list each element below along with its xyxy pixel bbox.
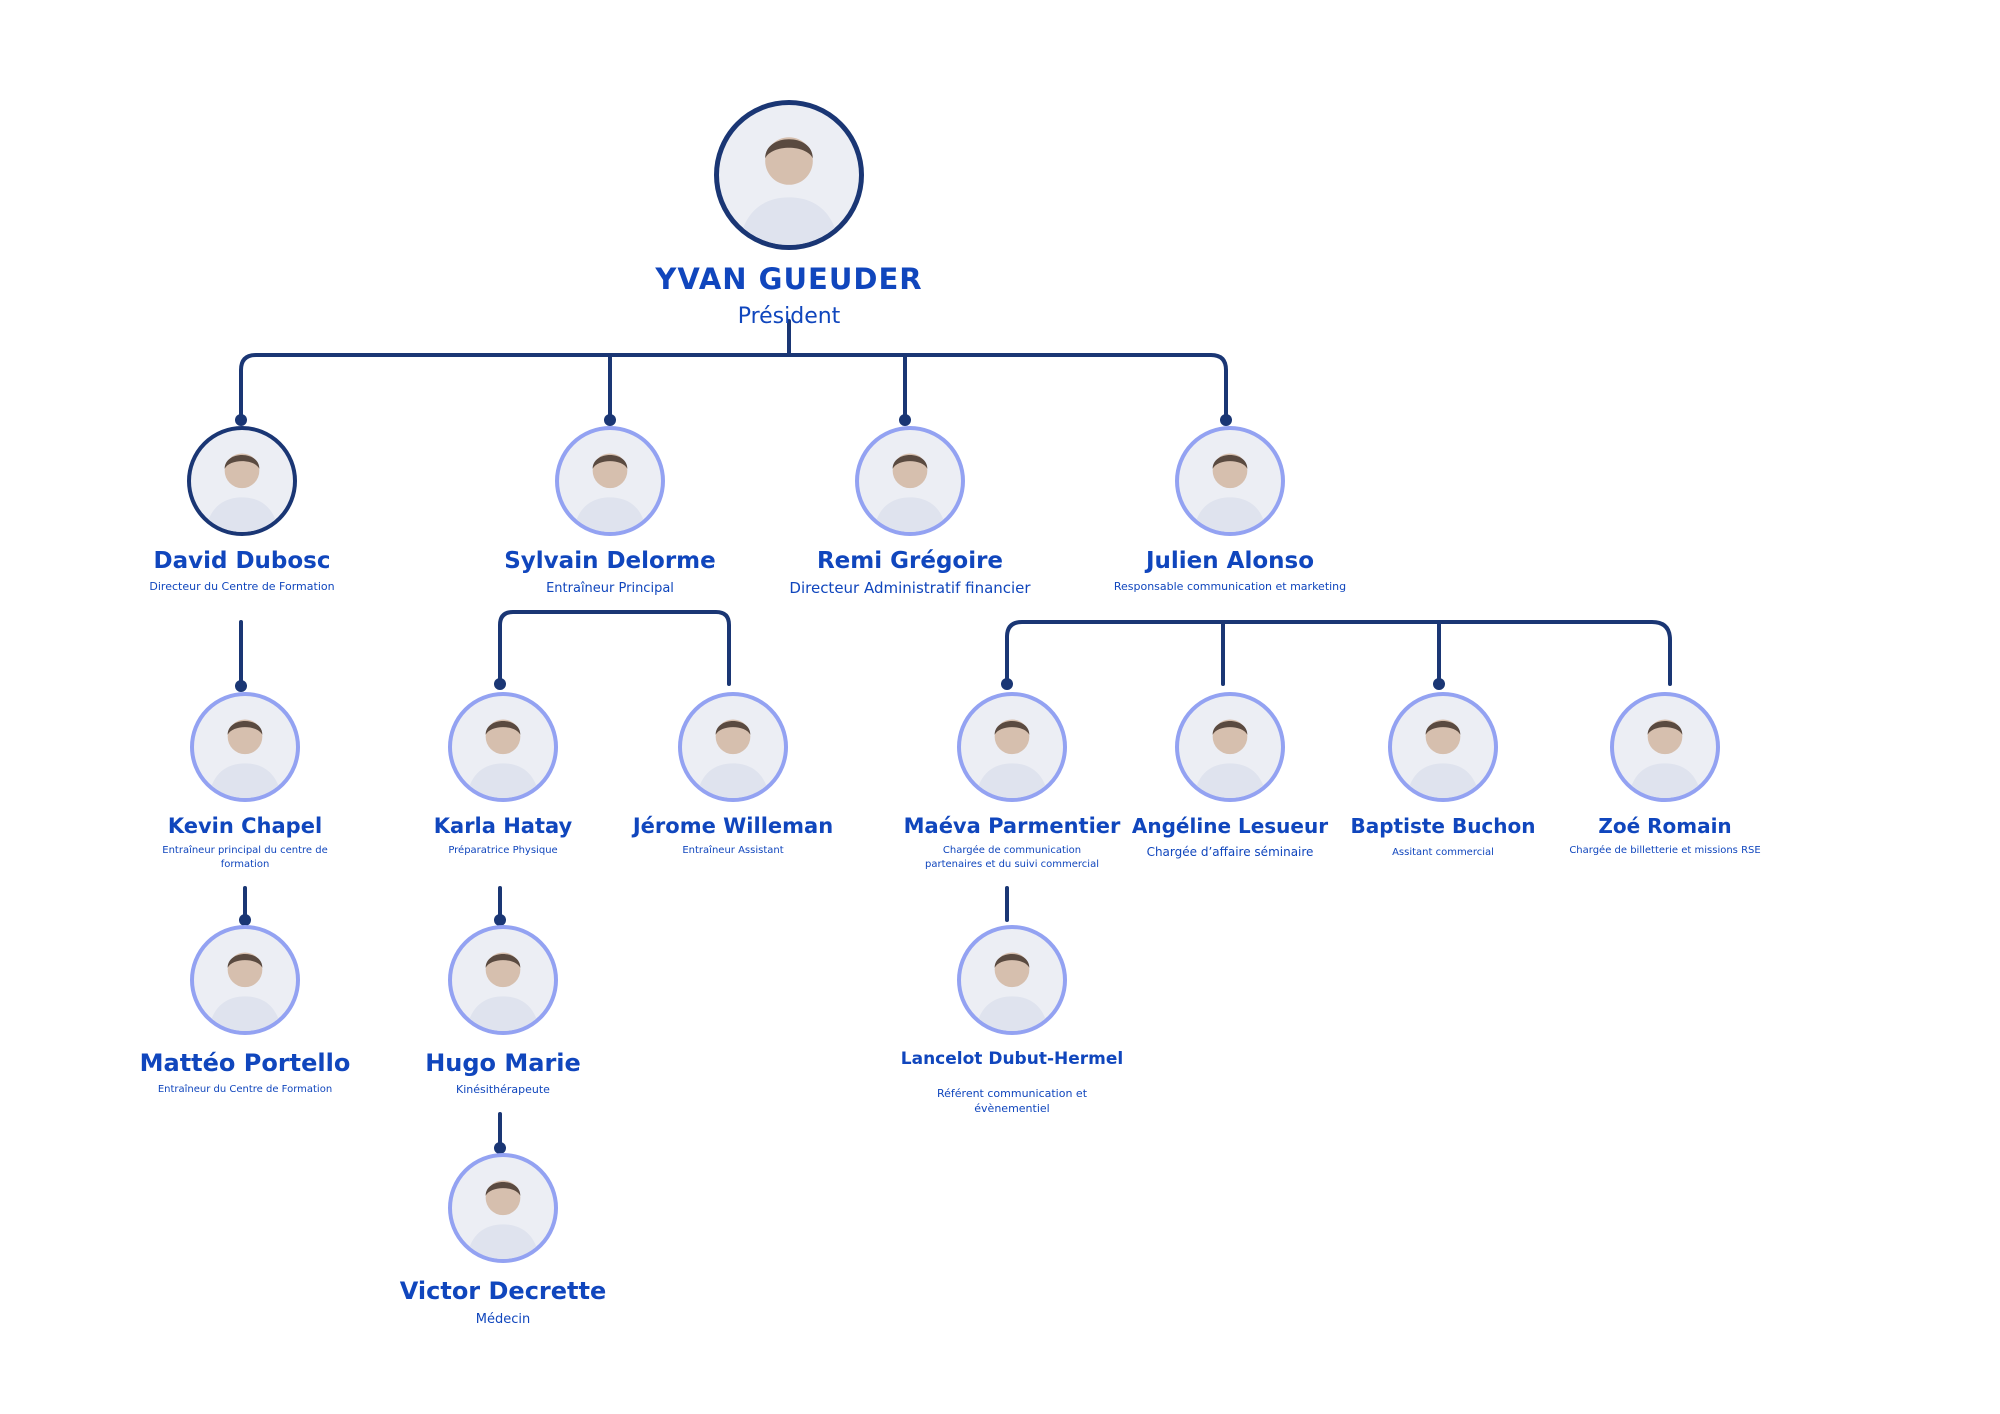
karla-photo (448, 692, 558, 802)
connector-dot (494, 678, 506, 690)
org-node-maeva: Maéva Parmentier Chargée de communicatio… (802, 692, 1222, 871)
maeva-photo (957, 692, 1067, 802)
connector-dot (604, 414, 616, 426)
connector-dot (1001, 678, 1013, 690)
org-node-president: YVAN GUEUDER Président (579, 100, 999, 332)
person-photo-icon (873, 453, 947, 532)
kevin-photo (190, 692, 300, 802)
org-node-david: David Dubosc Directeur du Centre de Form… (32, 426, 452, 595)
jerome-name: Jérome Willeman (632, 814, 834, 838)
angeline-name: Angéline Lesueur (1131, 814, 1329, 838)
kevin-role: Entraîneur principal du centre de format… (162, 845, 328, 870)
org-node-zoe: Zoé Romain Chargée de billetterie et mis… (1455, 692, 1875, 858)
connector-julien-team (1005, 620, 1672, 686)
angeline-photo (1175, 692, 1285, 802)
maeva-role: Chargée de communication partenaires et … (925, 845, 1099, 870)
sylvain-photo (555, 426, 665, 536)
org-node-jerome: Jérome Willeman Entraîneur Assistant (523, 692, 943, 858)
person-photo-icon (1193, 453, 1267, 532)
connector-level1-bar (239, 353, 1228, 422)
angeline-role: Chargée d’affaire séminaire (1146, 845, 1314, 859)
connector-dot (494, 1142, 506, 1154)
sylvain-name: Sylvain Delorme (504, 548, 716, 574)
hugo-name: Hugo Marie (425, 1049, 581, 1077)
person-photo-icon (573, 453, 647, 532)
connector-dot (239, 914, 251, 926)
president-name: YVAN GUEUDER (655, 262, 923, 296)
org-node-remi: Remi Grégoire Directeur Administratif fi… (700, 426, 1120, 598)
person-photo-icon (1628, 719, 1702, 798)
org-node-sylvain: Sylvain Delorme Entraîneur Principal (400, 426, 820, 598)
person-photo-icon (1406, 719, 1480, 798)
remi-role: Directeur Administratif financier (789, 579, 1031, 597)
lancelot-role: Référent communication et évènementiel (936, 1087, 1088, 1115)
zoe-name: Zoé Romain (1598, 814, 1732, 838)
lancelot-photo (957, 925, 1067, 1035)
person-photo-icon (466, 952, 540, 1031)
person-photo-icon (208, 952, 282, 1031)
org-node-victor: Victor Decrette Médecin (293, 1153, 713, 1329)
person-photo-icon (975, 952, 1049, 1031)
connector-dot (1433, 678, 1445, 690)
connector-dot (1220, 414, 1232, 426)
hugo-photo (448, 925, 558, 1035)
connector-dot (494, 914, 506, 926)
matteo-name: Mattéo Portello (139, 1049, 351, 1077)
david-name: David Dubosc (153, 548, 331, 574)
kevin-name: Kevin Chapel (167, 814, 323, 838)
person-photo-icon (466, 1180, 540, 1259)
org-node-hugo: Hugo Marie Kinésithérapeute (293, 925, 713, 1098)
jerome-role: Entraîneur Assistant (682, 845, 784, 856)
person-photo-icon (205, 453, 279, 532)
connector-dot (899, 414, 911, 426)
matteo-photo (190, 925, 300, 1035)
person-photo-icon (696, 719, 770, 798)
org-node-matteo: Mattéo Portello Entraîneur du Centre de … (35, 925, 455, 1097)
connector-dot (235, 680, 247, 692)
david-photo (187, 426, 297, 536)
org-node-lancelot: Lancelot Dubut-Hermel Référent communica… (802, 925, 1222, 1117)
hugo-role: Kinésithérapeute (456, 1083, 550, 1096)
org-node-baptiste: Baptiste Buchon Assitant commercial (1233, 692, 1653, 860)
baptiste-role: Assitant commercial (1392, 847, 1494, 858)
sylvain-role: Entraîneur Principal (546, 581, 674, 596)
person-photo-icon (975, 719, 1049, 798)
victor-name: Victor Decrette (399, 1277, 607, 1305)
victor-role: Médecin (475, 1312, 531, 1327)
president-photo (714, 100, 864, 250)
maeva-name: Maéva Parmentier (903, 814, 1121, 838)
connector-sylvain-team (498, 610, 731, 686)
person-photo-icon (208, 719, 282, 798)
zoe-photo (1610, 692, 1720, 802)
remi-photo (855, 426, 965, 536)
david-role: Directeur du Centre de Formation (149, 580, 335, 593)
baptiste-photo (1388, 692, 1498, 802)
matteo-role: Entraîneur du Centre de Formation (157, 1084, 333, 1095)
karla-role: Préparatrice Physique (448, 845, 558, 856)
person-photo-icon (1193, 719, 1267, 798)
karla-name: Karla Hatay (433, 814, 573, 838)
president-role: Président (737, 304, 841, 329)
org-node-angeline: Angéline Lesueur Chargée d’affaire sémin… (1020, 692, 1440, 860)
julien-photo (1175, 426, 1285, 536)
baptiste-name: Baptiste Buchon (1350, 814, 1536, 838)
org-node-kevin: Kevin Chapel Entraîneur principal du cen… (35, 692, 455, 871)
org-node-karla: Karla Hatay Préparatrice Physique (293, 692, 713, 858)
julien-role: Responsable communication et marketing (1113, 580, 1347, 593)
person-photo-icon (466, 719, 540, 798)
julien-name: Julien Alonso (1145, 548, 1315, 574)
remi-name: Remi Grégoire (816, 548, 1004, 574)
connector-dot (235, 414, 247, 426)
jerome-photo (678, 692, 788, 802)
zoe-role: Chargée de billetterie et missions RSE (1569, 845, 1761, 856)
org-node-julien: Julien Alonso Responsable communication … (1020, 426, 1440, 595)
lancelot-name: Lancelot Dubut-Hermel (900, 1049, 1124, 1069)
victor-photo (448, 1153, 558, 1263)
person-photo-icon (739, 137, 839, 245)
